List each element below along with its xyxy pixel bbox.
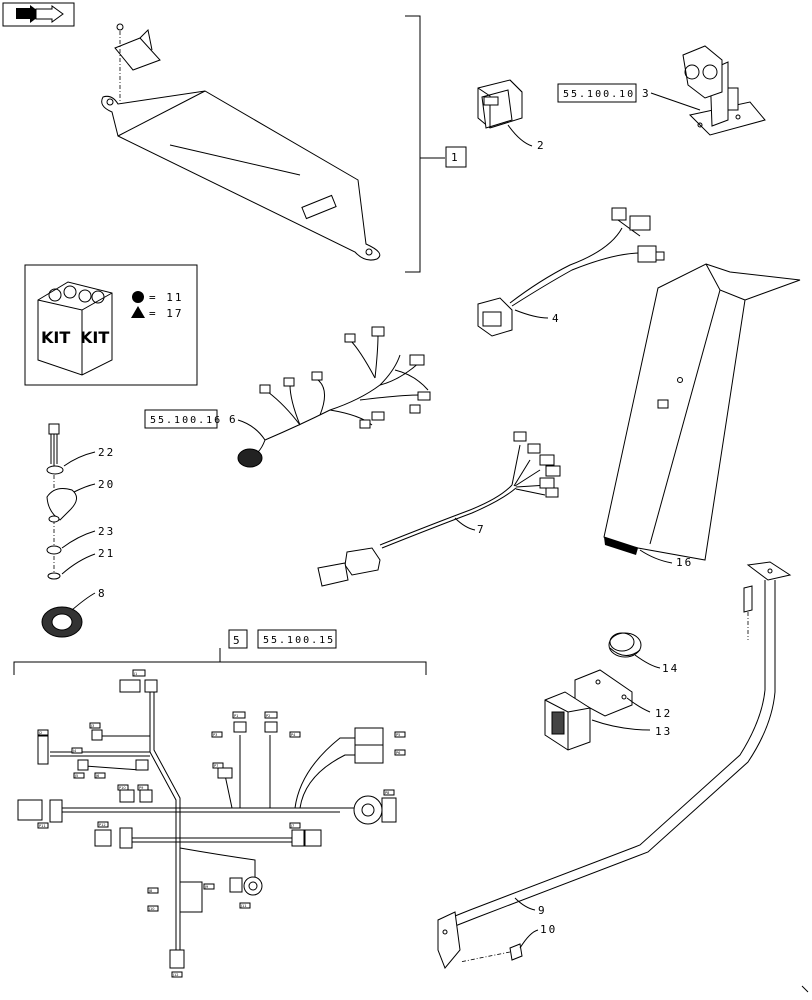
- callout-4: 4: [552, 312, 561, 325]
- callout-3: 3: [642, 87, 651, 100]
- harness-tag: J8: [148, 889, 152, 893]
- callout-6: 6: [229, 413, 238, 426]
- ref-box-55-100-10[interactable]: [557, 83, 637, 103]
- kit-row-1: = 11: [149, 291, 184, 304]
- harness-tag: P1: [234, 714, 238, 718]
- callout-8: 8: [98, 587, 107, 600]
- ref-55-100-15[interactable]: 55.100.15: [263, 635, 335, 646]
- kit-panel: KIT KIT = 11 = 17: [24, 264, 198, 386]
- ref-box-55-100-15[interactable]: [257, 629, 337, 649]
- callout-10: 10: [540, 923, 557, 936]
- ref-55-100-16[interactable]: 55.100.16: [150, 415, 222, 426]
- harness-tag: J6: [95, 774, 99, 778]
- harness-tag: J9: [204, 885, 208, 889]
- harness-tag: P8: [385, 791, 389, 795]
- item-2-rocker-switch: [477, 79, 523, 129]
- harness-tags: J1 J2 J3 J4 J5 J6 P1 P2 P3 P4 P5 P6 P7 P…: [37, 669, 406, 978]
- item-9-tube-bracket: [437, 561, 792, 969]
- callout-16: 16: [676, 556, 693, 569]
- ref-55-100-10[interactable]: 55.100.10: [563, 89, 635, 100]
- kit-label-1: KIT: [41, 328, 70, 347]
- harness-tag: J5: [74, 774, 78, 778]
- callout-box-5: [228, 629, 248, 649]
- harness-tag: P9: [139, 786, 143, 790]
- item-14-plug: [608, 632, 642, 658]
- harness-tag: J10: [148, 907, 155, 911]
- callout-5: 5: [233, 634, 242, 647]
- item-1-cover-plate: [101, 23, 381, 261]
- arrow-right-icon[interactable]: [2, 2, 75, 27]
- harness-tag: P11: [39, 824, 46, 828]
- warning-triangle-icon: [131, 306, 145, 318]
- harness-tag: P5: [396, 733, 400, 737]
- harness-tag: J3: [90, 724, 94, 728]
- item-13-box: [544, 669, 633, 751]
- ref-box-55-100-16[interactable]: [144, 409, 218, 429]
- item-16-post-cover: [603, 263, 801, 561]
- callout-2: 2: [537, 139, 546, 152]
- harness-tag: J4: [72, 749, 77, 753]
- harness-tag: J7: [290, 824, 294, 828]
- callout-13: 13: [655, 725, 672, 738]
- kit-row-2: = 17: [149, 307, 184, 320]
- callout-9: 9: [538, 904, 547, 917]
- harness-tag: P10: [119, 786, 126, 790]
- kit-label-2: KIT: [80, 328, 109, 347]
- callout-1: 1: [451, 151, 460, 164]
- item-5-main-harness: [17, 679, 397, 969]
- harness-tag: J11: [240, 904, 247, 908]
- item-6-harness: [237, 326, 431, 468]
- harness-tag: J1: [133, 672, 137, 676]
- harness-tag: P3: [213, 733, 217, 737]
- item-10-bolt: [459, 943, 523, 963]
- harness-tag: J12: [172, 973, 179, 977]
- item-4-small-harness: [477, 207, 665, 337]
- callout-12: 12: [655, 707, 672, 720]
- callout-7: 7: [477, 523, 486, 536]
- hardware-stack: [41, 423, 83, 638]
- harness-tag: P7: [214, 764, 218, 768]
- harness-tag: P2: [266, 714, 270, 718]
- callout-22: 22: [98, 446, 115, 459]
- callout-20: 20: [98, 478, 115, 491]
- harness-tag: P4: [291, 733, 296, 737]
- item-7-harness: [317, 431, 561, 587]
- hardware-dot-icon: [132, 291, 144, 303]
- harness-tag: J2: [38, 731, 42, 735]
- callout-23: 23: [98, 525, 115, 538]
- callout-21: 21: [98, 547, 115, 560]
- item-3-mount-bracket: [682, 45, 766, 136]
- callout-14: 14: [662, 662, 679, 675]
- callout-box-1: [445, 146, 467, 168]
- harness-tag: P6: [396, 751, 400, 755]
- harness-tag: P12: [99, 823, 106, 827]
- corner-mark: [801, 985, 809, 993]
